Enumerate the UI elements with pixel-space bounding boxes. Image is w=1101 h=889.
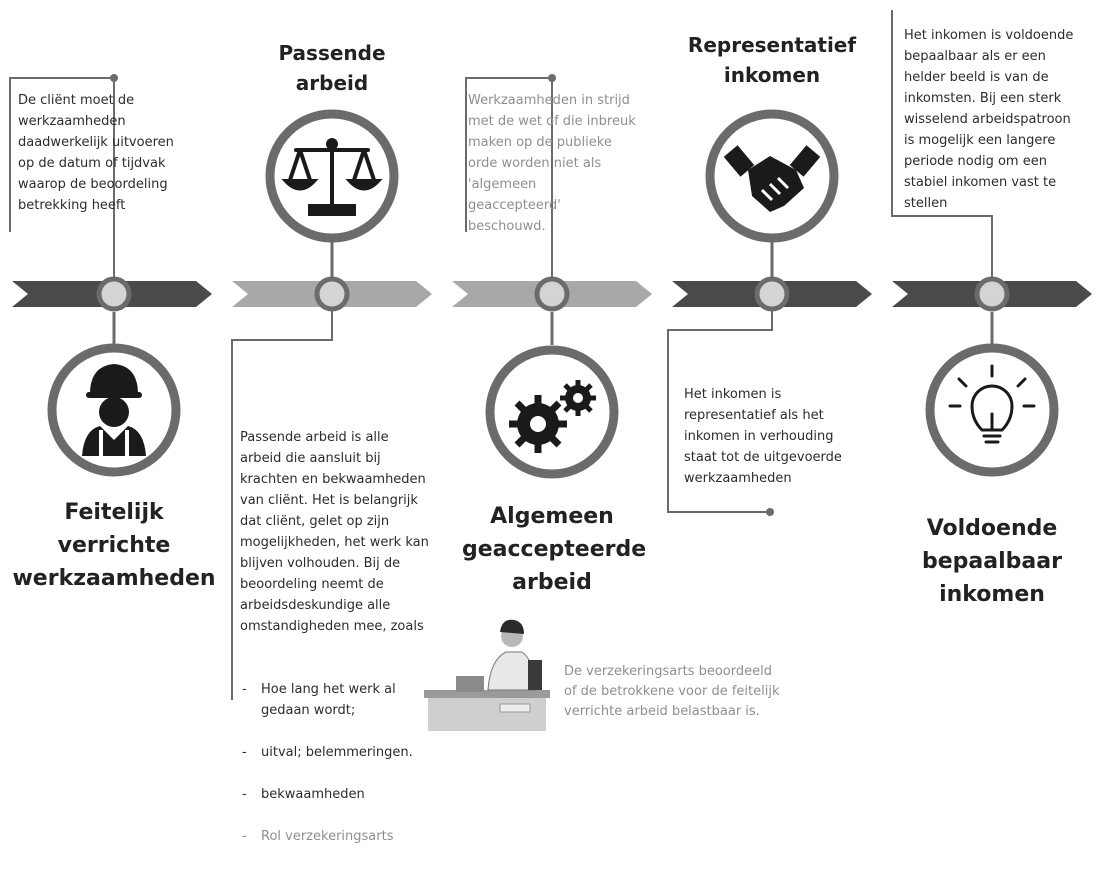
step-2-bullet-2: uitval; belemmeringen. <box>240 742 440 763</box>
step-2-bullet-list: Hoe lang het werk al gedaan wordt; uitva… <box>240 658 440 868</box>
connector-line-5 <box>891 10 993 285</box>
step-2-title: Passende arbeid <box>278 41 386 95</box>
step-2-description: Passende arbeid is alle arbeid die aansl… <box>240 406 440 889</box>
timeline-node-1 <box>96 276 132 312</box>
timeline-node-2 <box>314 276 350 312</box>
step-4-description: Het inkomen is representatief als het in… <box>684 387 842 486</box>
timeline-node-4 <box>754 276 790 312</box>
scales-icon <box>281 138 383 216</box>
connector-line-2 <box>231 306 333 700</box>
step-2-bullet-4: Rol verzekeringsarts <box>240 826 440 847</box>
step-3-title: Algemeen geaccepteerde arbeid <box>462 504 647 595</box>
step-1-description: De cliënt moet de werkzaamheden daadwerk… <box>18 93 174 213</box>
connector-line-3 <box>465 77 553 285</box>
step-5-description: Het inkomen is voldoende bepaalbaar als … <box>904 28 1074 211</box>
lightbulb-icon <box>948 364 1036 444</box>
step-3-description: Werkzaamheden in strijd met de wet of di… <box>468 93 636 234</box>
handshake-icon <box>723 145 821 212</box>
step-2-bullet-1: Hoe lang het werk al gedaan wordt; <box>240 679 440 721</box>
worker-icon <box>82 364 146 456</box>
timeline-node-5 <box>974 276 1010 312</box>
gears-icon <box>509 380 596 453</box>
step-4-title: Representatief inkomen <box>687 33 857 87</box>
doctor-at-desk-icon <box>424 619 550 731</box>
step-2-text: Passende arbeid is alle arbeid die aansl… <box>240 430 429 634</box>
step-2-bullet-3: bekwaamheden <box>240 784 440 805</box>
doctor-note: De verzekeringsarts beoordeeld of de bet… <box>564 664 780 719</box>
connector-line-4 <box>667 306 773 513</box>
connector-line-1 <box>9 77 115 285</box>
timeline-node-3 <box>534 276 570 312</box>
step-5-title: Voldoende bepaalbaar inkomen <box>922 516 1062 607</box>
step-1-title: Feitelijk verrichte werkzaamheden <box>12 500 216 591</box>
timeline-diagram <box>9 10 1092 731</box>
